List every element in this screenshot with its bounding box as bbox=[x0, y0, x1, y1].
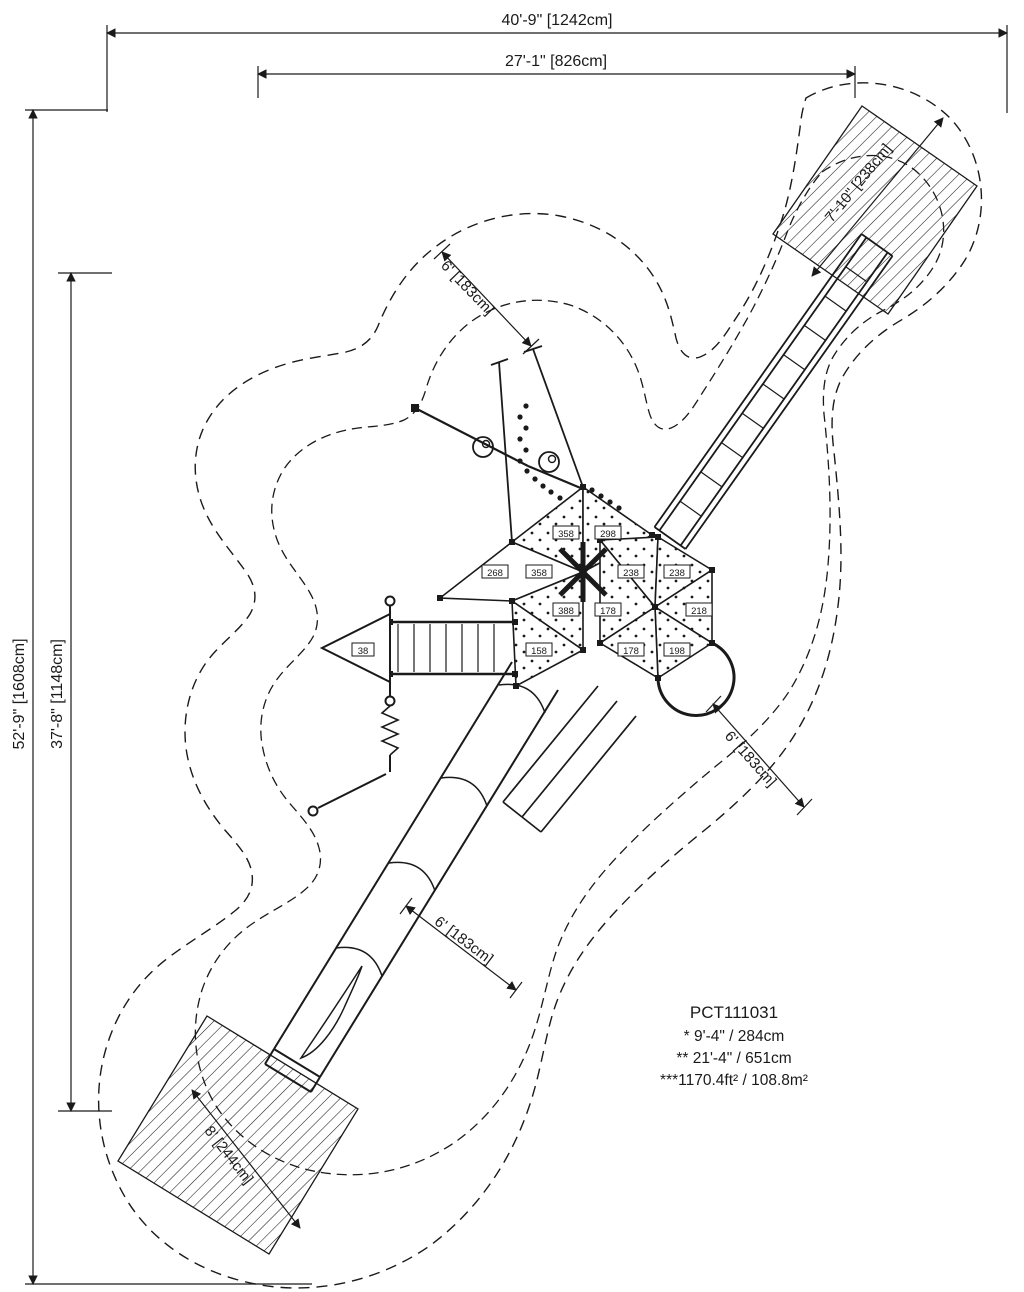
svg-text:238: 238 bbox=[623, 568, 639, 579]
svg-text:38: 38 bbox=[358, 646, 369, 657]
svg-text:298: 298 bbox=[600, 529, 616, 540]
deck-height-badge: 268 bbox=[481, 564, 509, 579]
deck-height-badge: 388 bbox=[552, 602, 580, 617]
dimension-clearance-right: 6' [183cm] bbox=[705, 695, 813, 816]
climber-grip-dots bbox=[517, 403, 622, 511]
model-number: PCT111031 bbox=[690, 1003, 778, 1022]
svg-text:238: 238 bbox=[669, 568, 685, 579]
inner-width-label: 27'-1" [826cm] bbox=[505, 53, 607, 70]
deck-height-badge: 298 bbox=[594, 525, 622, 540]
triangle-tower bbox=[307, 595, 400, 817]
overhead-climber bbox=[411, 403, 622, 511]
note-triple-star: ***1170.4ft² / 108.8m² bbox=[660, 1072, 808, 1089]
dimension-overall-width: 40'-9" [1242cm] bbox=[106, 12, 1008, 113]
deck-height-badge: 218 bbox=[685, 602, 713, 617]
inner-use-zone-boundary bbox=[194, 154, 945, 1176]
outer-use-zone-boundary bbox=[97, 82, 983, 1289]
svg-text:358: 358 bbox=[531, 568, 547, 579]
svg-text:268: 268 bbox=[487, 568, 503, 579]
svg-text:218: 218 bbox=[691, 606, 707, 617]
deck-height-badge: 178 bbox=[617, 642, 645, 657]
clearance-bottom-label: 6' [183cm] bbox=[431, 913, 496, 968]
dimension-overall-depth: 52'-9" [1608cm] bbox=[11, 109, 312, 1285]
slide-exit-tongue bbox=[299, 965, 363, 1060]
deck-height-badge: 238 bbox=[617, 564, 645, 579]
center-post-star bbox=[558, 542, 608, 602]
deck-height-badge: 178 bbox=[594, 602, 622, 617]
dimension-inner-depth: 37'-8" [1148cm] bbox=[49, 272, 112, 1112]
deck-height-badge: 358 bbox=[552, 525, 580, 540]
svg-text:358: 358 bbox=[558, 529, 574, 540]
note-double-star: ** 21'-4" / 651cm bbox=[676, 1050, 791, 1067]
svg-text:388: 388 bbox=[558, 606, 574, 617]
svg-text:198: 198 bbox=[669, 646, 685, 657]
svg-text:178: 178 bbox=[600, 606, 616, 617]
deck-height-badge: 198 bbox=[663, 642, 691, 657]
overall-width-label: 40'-9" [1242cm] bbox=[501, 12, 612, 29]
slide-rungs bbox=[679, 266, 868, 517]
deck-cluster bbox=[437, 484, 715, 689]
clearance-top-label: 6' [183cm] bbox=[437, 257, 497, 318]
deck-height-badge: 358 bbox=[525, 564, 553, 579]
deck-height-badge: 158 bbox=[525, 642, 553, 657]
dimension-clearance-top: 6' [183cm] bbox=[433, 243, 540, 355]
exit-zone-hatch-bottom-left bbox=[117, 1015, 359, 1255]
straight-slide bbox=[502, 685, 637, 833]
info-block: PCT111031 * 9'-4" / 284cm ** 21'-4" / 65… bbox=[660, 1003, 808, 1089]
tube-slide bbox=[264, 661, 559, 1093]
deck-height-badges: 358 298 268 358 238 238 388 178 218 158 … bbox=[351, 525, 713, 657]
overall-depth-label: 52'-9" [1608cm] bbox=[11, 638, 28, 749]
svg-text:178: 178 bbox=[623, 646, 639, 657]
svg-text:158: 158 bbox=[531, 646, 547, 657]
inner-depth-label: 37'-8" [1148cm] bbox=[49, 639, 66, 749]
note-single-star: * 9'-4" / 284cm bbox=[684, 1028, 785, 1045]
exit-zone-hatch-top-right bbox=[772, 105, 978, 315]
clearance-right-label: 6' [183cm] bbox=[721, 728, 780, 790]
dimension-clearance-bottom: 6' [183cm] bbox=[399, 897, 523, 999]
dimension-inner-width: 27'-1" [826cm] bbox=[257, 53, 856, 98]
deck-height-badge: 238 bbox=[663, 564, 691, 579]
bridge-slats bbox=[397, 624, 495, 672]
deck-height-badge: 38 bbox=[351, 642, 375, 657]
deck-posts bbox=[437, 484, 715, 689]
upper-right-slide bbox=[653, 233, 894, 550]
bridge bbox=[387, 619, 518, 677]
